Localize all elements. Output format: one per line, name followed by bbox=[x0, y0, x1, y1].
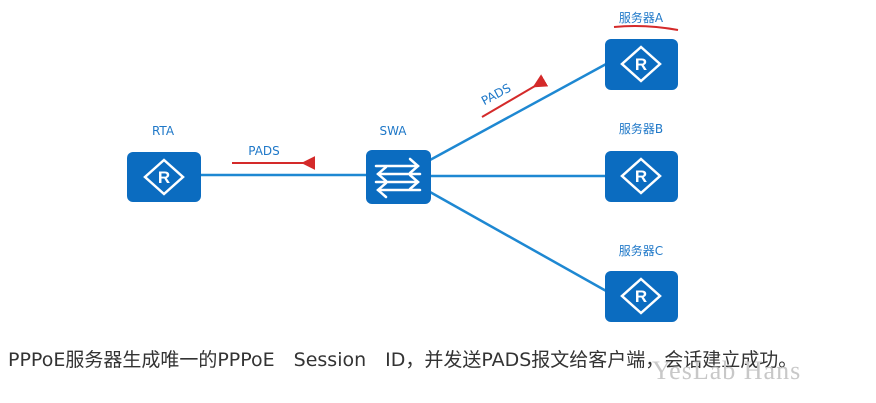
network-diagram: R RTA SWA R 服务器A R 服务器B R 服务器C bbox=[127, 10, 679, 322]
server-a-underline-mark bbox=[613, 25, 679, 31]
router-glyph: R bbox=[158, 168, 170, 187]
router-glyph: R bbox=[635, 287, 647, 306]
router-server-c[interactable]: R bbox=[605, 271, 678, 322]
pads-arrow-to-swa bbox=[481, 74, 549, 118]
rta-label: RTA bbox=[152, 124, 175, 138]
link-swa-server-a bbox=[429, 61, 609, 162]
server-b-label: 服务器B bbox=[619, 121, 663, 136]
swa-label: SWA bbox=[379, 124, 407, 138]
server-a-label: 服务器A bbox=[619, 10, 664, 25]
switch-arrows-icon bbox=[374, 157, 422, 199]
switch-swa[interactable] bbox=[366, 150, 431, 204]
server-c-label: 服务器C bbox=[619, 243, 663, 258]
pads-label-to-rta: PADS bbox=[248, 144, 280, 158]
router-glyph: R bbox=[635, 55, 647, 74]
caption-text: PPPoE服务器生成唯一的PPPoE Session ID，并发送PADS报文给… bbox=[8, 349, 798, 371]
router-server-a[interactable]: R bbox=[605, 39, 678, 90]
router-glyph: R bbox=[635, 167, 647, 186]
pads-label-to-swa: PADS bbox=[479, 81, 513, 108]
link-swa-server-c bbox=[429, 190, 609, 294]
router-server-b[interactable]: R bbox=[605, 151, 678, 202]
router-rta[interactable]: R bbox=[127, 152, 201, 202]
watermark: YesLab Hans bbox=[652, 356, 802, 385]
